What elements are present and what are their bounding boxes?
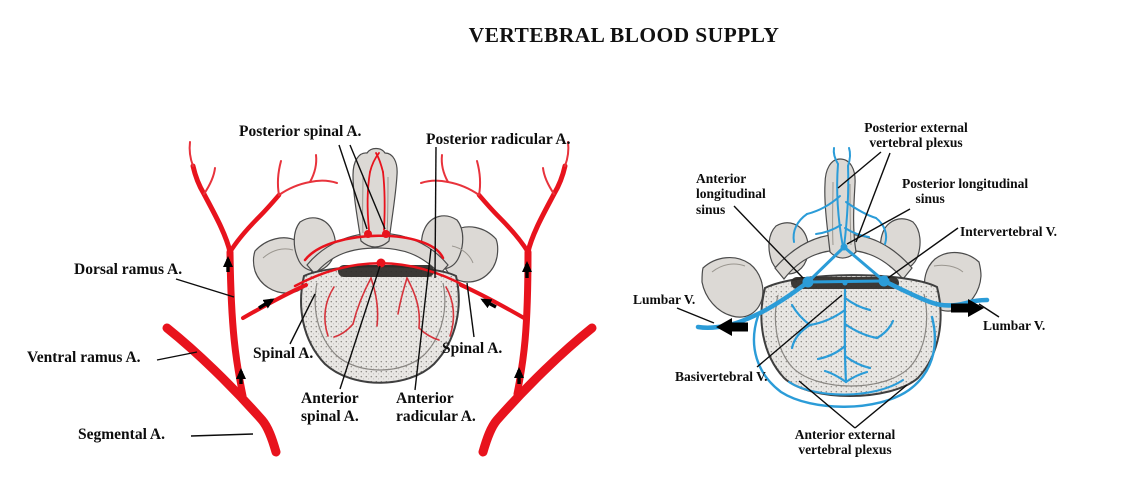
flow-arrows-arterial (223, 256, 532, 384)
venous-junction-dots (802, 243, 890, 288)
right-flow-arrow (951, 299, 984, 317)
leader-lines-venous (676, 151, 1000, 429)
label-lumbar-vein-left: Lumbar V. (633, 292, 696, 307)
label-lumbar-vein-right: Lumbar V. (983, 318, 1046, 333)
label-posterior-radicular-artery: Posterior radicular A. (426, 131, 571, 148)
left-transverse-process (701, 257, 764, 318)
body-inner-rim (314, 282, 446, 371)
label-anterior-spinal-artery: Anterior spinal A. (301, 390, 359, 425)
anterior-external-plexus-outer (752, 314, 936, 408)
arterial-panel (156, 141, 597, 457)
label-spinal-artery-left: Spinal A. (253, 345, 314, 362)
canal-floor-band (338, 265, 434, 277)
label-intervertebral-vein: Intervertebral V. (960, 224, 1057, 239)
label-posterior-spinal-artery: Posterior spinal A. (239, 123, 362, 140)
laminae (774, 233, 913, 280)
body-inner-rim (774, 293, 928, 387)
segmental-ventral-ramus-right (478, 323, 597, 457)
arterial-anastomosis-dots (364, 230, 390, 268)
label-spinal-artery-right: Spinal A. (442, 340, 503, 357)
label-segmental-artery: Segmental A. (78, 426, 165, 443)
venous-panel (676, 147, 1000, 429)
left-flow-arrow (716, 318, 748, 336)
vertebral-body (760, 274, 942, 397)
page-title: VERTEBRAL BLOOD SUPPLY (468, 23, 780, 47)
label-anterior-longitudinal-sinus: Anterior longitudinal sinus (696, 171, 766, 217)
dorsal-ramus-trunk-left (226, 248, 247, 400)
label-posterior-longitudinal-sinus: Posterior longitudinal sinus (902, 176, 1029, 207)
anterior-external-plexus-inner (788, 379, 904, 396)
label-anterior-radicular-artery: Anterior radicular A. (396, 390, 476, 425)
basivertebral-tree (790, 288, 895, 384)
spinous-process (352, 147, 398, 248)
vertebra-bone-venous (701, 158, 982, 397)
laminae (306, 232, 449, 275)
label-anterior-external-vertebral-plexus: Anterior external vertebral plexus (794, 427, 896, 458)
intraosseous-arteries (324, 277, 455, 341)
segmental-ventral-ramus-left (162, 323, 281, 457)
label-posterior-external-vertebral-plexus: Posterior external vertebral plexus (864, 120, 968, 151)
label-dorsal-ramus-artery: Dorsal ramus A. (74, 261, 183, 278)
lumbar-flow-arrows (716, 299, 984, 336)
leader-lines-arterial (156, 144, 475, 437)
label-basivertebral-vein: Basivertebral V. (675, 369, 768, 384)
label-ventral-ramus-artery: Ventral ramus A. (27, 349, 141, 366)
lumbar-vein-right (881, 278, 990, 308)
posterior-external-plexus-veins (792, 147, 888, 248)
